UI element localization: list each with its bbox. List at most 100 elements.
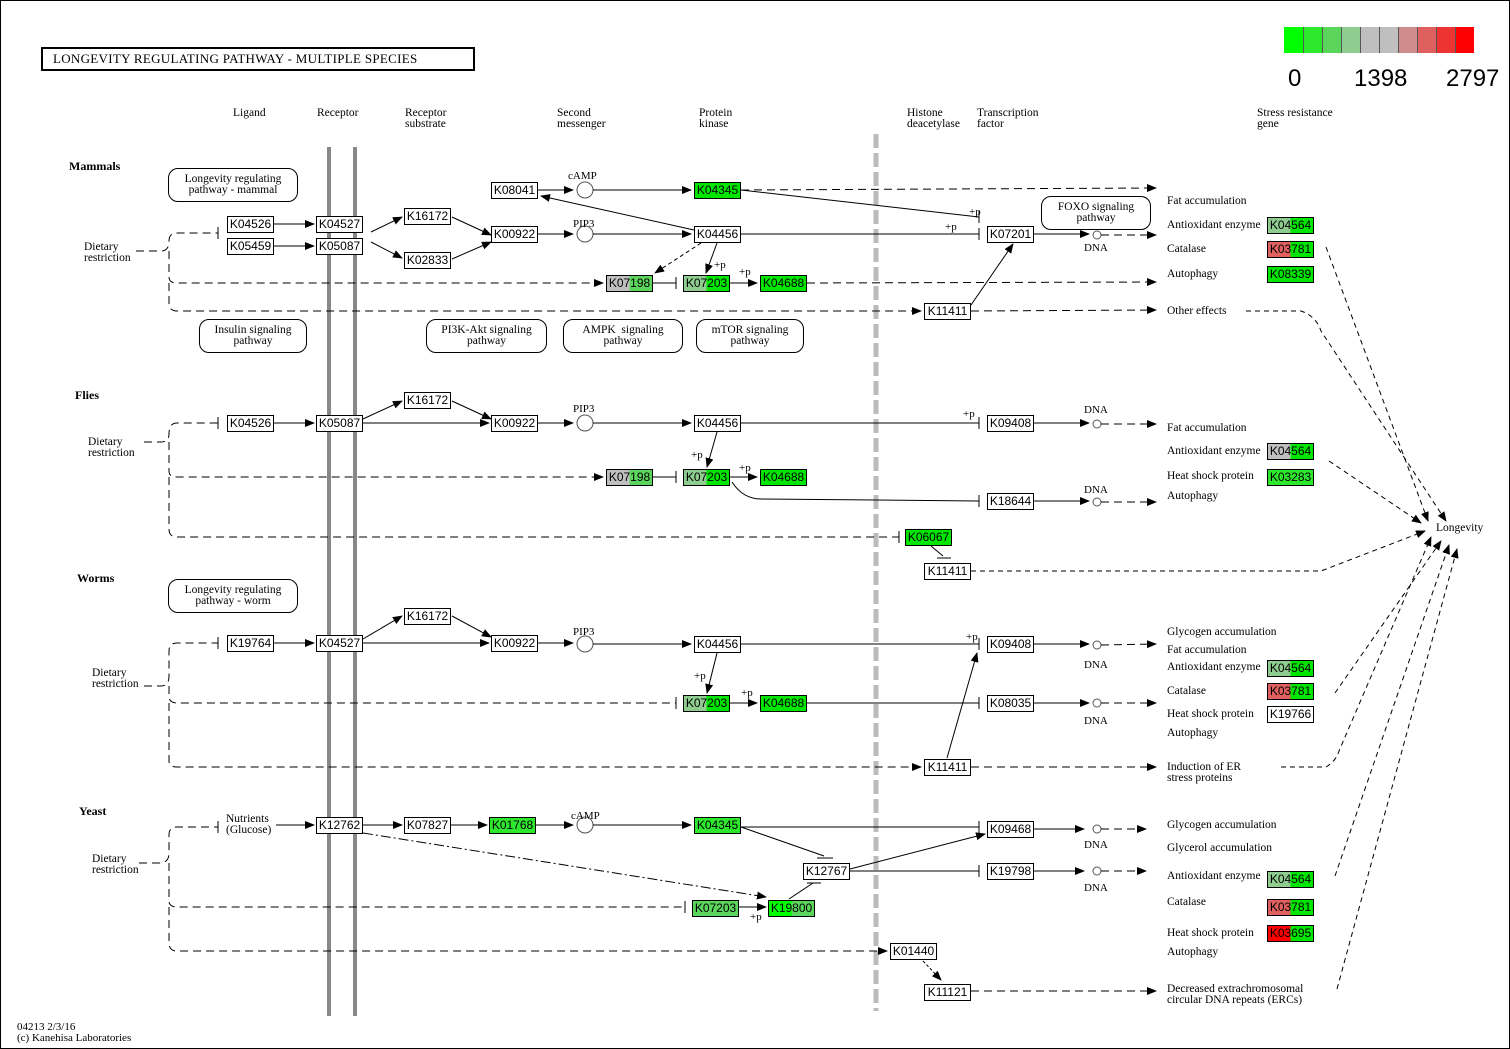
gene-node-m-K07201[interactable]: K07201 xyxy=(987,226,1034,243)
gene-node-label: K04345 xyxy=(696,818,739,832)
relation-edge xyxy=(1325,246,1429,522)
gene-node-f-K05087[interactable]: K05087 xyxy=(316,415,363,432)
gene-node-m-K07198[interactable]: K07198 xyxy=(606,275,653,292)
gene-node-m-K05087[interactable]: K05087 xyxy=(316,238,363,255)
gene-node-m-K04527[interactable]: K04527 xyxy=(316,216,363,233)
pathway-link-pi3k-akt[interactable]: PI3K-Akt signaling pathway xyxy=(426,319,547,353)
relation-edge xyxy=(731,481,980,502)
relation-edge xyxy=(946,652,979,759)
gene-node-f-K04564[interactable]: K04564 xyxy=(1267,443,1314,460)
gene-node-f-K06067[interactable]: K06067 xyxy=(905,529,952,546)
pathway-link-foxo[interactable]: FOXO signaling pathway xyxy=(1041,196,1151,230)
gene-node-w-K16172[interactable]: K16172 xyxy=(404,608,451,625)
gene-node-y-K09468[interactable]: K09468 xyxy=(987,821,1034,838)
relation-edge xyxy=(1334,544,1450,877)
map-id-date: 04213 2/3/16 xyxy=(17,1021,76,1033)
gene-node-y-K07203[interactable]: K07203 xyxy=(692,900,739,917)
gene-node-label: K19764 xyxy=(229,636,272,650)
gene-node-m-K11411[interactable]: K11411 xyxy=(924,303,971,320)
gene-node-y-K03781[interactable]: K03781 xyxy=(1267,899,1314,916)
gene-node-f-K04456[interactable]: K04456 xyxy=(694,415,741,432)
gene-node-w-K11411[interactable]: K11411 xyxy=(924,759,971,776)
pathway-link-mtor[interactable]: mTOR signaling pathway xyxy=(696,319,804,353)
gene-node-y-K07827[interactable]: K07827 xyxy=(404,817,451,834)
relation-edge xyxy=(1246,310,1447,522)
relation-edge xyxy=(168,703,922,771)
dna-label: DNA xyxy=(1084,715,1108,727)
relation-edge xyxy=(370,241,403,259)
gene-node-f-K18644[interactable]: K18644 xyxy=(987,493,1034,510)
gene-node-label: K04456 xyxy=(696,227,739,241)
gene-node-w-K07203[interactable]: K07203 xyxy=(683,695,730,712)
gene-node-m-K07203[interactable]: K07203 xyxy=(683,275,730,292)
gene-node-label: K03781 xyxy=(1269,242,1312,256)
gene-node-w-K04456[interactable]: K04456 xyxy=(694,636,741,653)
relation-edge xyxy=(168,283,922,315)
gene-node-f-K03283[interactable]: K03283 xyxy=(1267,469,1314,486)
column-header-protein-kinase: Protein kinase xyxy=(699,107,733,130)
gene-node-y-K04345[interactable]: K04345 xyxy=(694,817,741,834)
outcome-flies: Antioxidant enzyme xyxy=(1167,445,1261,457)
legend-swatch xyxy=(1417,27,1436,53)
gene-node-m-K16172[interactable]: K16172 xyxy=(404,208,451,225)
gene-node-y-K12762[interactable]: K12762 xyxy=(316,817,363,834)
gene-node-m-K04345[interactable]: K04345 xyxy=(694,182,741,199)
outcome-yeast: Catalase xyxy=(1167,896,1206,908)
gene-node-label: K03781 xyxy=(1269,900,1312,914)
gene-node-f-K09408[interactable]: K09408 xyxy=(987,415,1034,432)
gene-node-w-K09408[interactable]: K09408 xyxy=(987,636,1034,653)
gene-node-m-K00922[interactable]: K00922 xyxy=(491,226,538,243)
gene-node-y-K19798[interactable]: K19798 xyxy=(987,863,1034,880)
legend-swatch xyxy=(1303,27,1322,53)
gene-node-m-K04688[interactable]: K04688 xyxy=(760,275,807,292)
gene-node-label: K04688 xyxy=(762,696,805,710)
gene-node-label: K04564 xyxy=(1269,872,1312,886)
gene-node-w-K04688[interactable]: K04688 xyxy=(760,695,807,712)
gene-node-w-K00922[interactable]: K00922 xyxy=(491,635,538,652)
gene-node-y-K01440[interactable]: K01440 xyxy=(890,943,937,960)
pathway-link-ampk[interactable]: AMPK signaling pathway xyxy=(563,319,683,353)
gene-node-f-K07198[interactable]: K07198 xyxy=(606,469,653,486)
gene-node-w-K03781[interactable]: K03781 xyxy=(1267,683,1314,700)
gene-node-m-K04564[interactable]: K04564 xyxy=(1267,217,1314,234)
relation-edge xyxy=(168,442,604,481)
gene-node-label: K06067 xyxy=(907,530,950,544)
gene-node-m-K08041[interactable]: K08041 xyxy=(491,182,538,199)
gene-node-y-K19800[interactable]: K19800 xyxy=(768,900,815,917)
gene-node-f-K00922[interactable]: K00922 xyxy=(491,415,538,432)
gene-node-m-K04526[interactable]: K04526 xyxy=(227,216,274,233)
gene-node-m-K04456[interactable]: K04456 xyxy=(694,226,741,243)
gene-node-label: K11411 xyxy=(927,304,968,318)
gene-node-f-K07203[interactable]: K07203 xyxy=(683,469,730,486)
pathway-link-lrp-mammal[interactable]: Longevity regulating pathway - mammal xyxy=(168,168,298,202)
gene-node-y-K11121[interactable]: K11121 xyxy=(924,984,971,1001)
species-label-mammals: Mammals xyxy=(69,159,121,173)
outcome-worms: Antioxidant enzyme xyxy=(1167,661,1261,673)
gene-node-y-K04564[interactable]: K04564 xyxy=(1267,871,1314,888)
gene-node-w-K08035[interactable]: K08035 xyxy=(987,695,1034,712)
gene-node-m-K08339[interactable]: K08339 xyxy=(1267,266,1314,283)
gene-node-y-K12767[interactable]: K12767 xyxy=(803,863,850,880)
gene-node-f-K16172[interactable]: K16172 xyxy=(404,392,451,409)
gene-node-m-K03781[interactable]: K03781 xyxy=(1267,241,1314,258)
gene-node-w-K04527[interactable]: K04527 xyxy=(316,635,363,652)
species-label-flies: Flies xyxy=(75,388,99,402)
gene-node-m-K05459[interactable]: K05459 xyxy=(227,238,274,255)
gene-node-f-K04526[interactable]: K04526 xyxy=(227,415,274,432)
gene-node-y-K01768[interactable]: K01768 xyxy=(489,817,536,834)
gene-node-y-K03695[interactable]: K03695 xyxy=(1267,925,1314,942)
gene-node-f-K04688[interactable]: K04688 xyxy=(760,469,807,486)
gene-node-m-K02833[interactable]: K02833 xyxy=(404,252,451,269)
gene-node-label: K07203 xyxy=(694,901,737,915)
gene-node-label: K04688 xyxy=(762,470,805,484)
gene-node-w-K19766[interactable]: K19766 xyxy=(1267,706,1314,723)
gene-node-w-K19764[interactable]: K19764 xyxy=(227,635,274,652)
pathway-link-insulin[interactable]: Insulin signaling pathway xyxy=(199,319,307,353)
dna-label: DNA xyxy=(1084,242,1108,254)
relation-edge xyxy=(930,545,944,557)
gene-node-f-K11411[interactable]: K11411 xyxy=(924,563,971,580)
gene-node-w-K04564[interactable]: K04564 xyxy=(1267,660,1314,677)
outcome-yeast: Decreased extrachromosomal circular DNA … xyxy=(1167,983,1304,1006)
pathway-link-lrp-worm[interactable]: Longevity regulating pathway - worm xyxy=(168,579,298,613)
gene-node-label: K04526 xyxy=(229,416,272,430)
